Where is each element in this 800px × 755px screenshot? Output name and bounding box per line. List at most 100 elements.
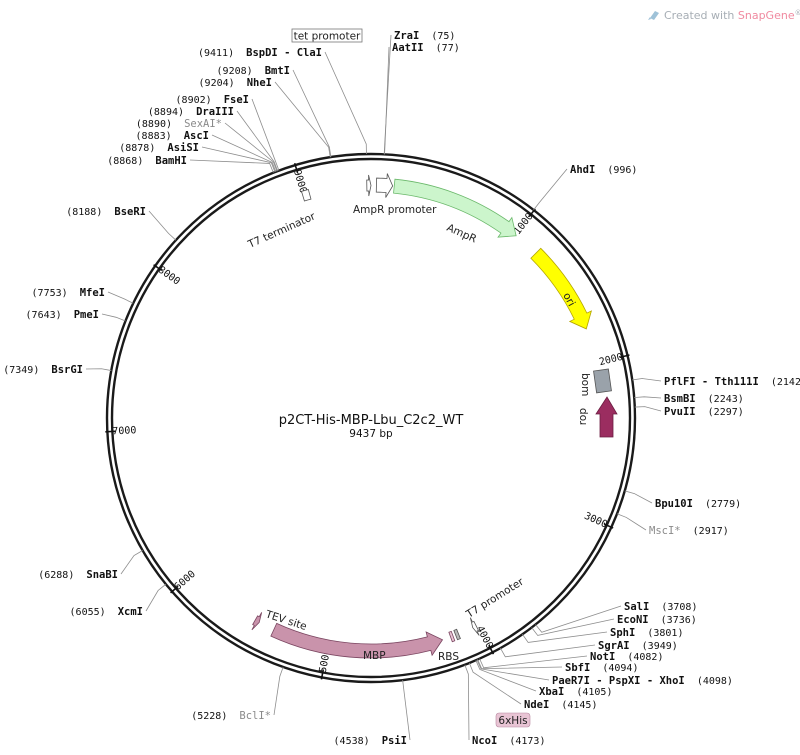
enzyme-position: (996) <box>607 165 637 176</box>
feature-label-rbs[interactable]: RBS <box>438 651 459 663</box>
enzyme-position: (8878) <box>119 143 155 154</box>
enzyme-position: (75) <box>431 31 455 42</box>
feature-label-bom[interactable]: bom <box>579 373 591 396</box>
feature-label-mbp[interactable]: MBP <box>363 650 386 662</box>
enzyme-pmei[interactable]: (7643) PmeI <box>26 309 99 321</box>
enzyme-name: NdeI <box>524 699 549 711</box>
enzyme-position: (8902) <box>176 95 212 106</box>
feature-6xhis[interactable] <box>448 630 456 643</box>
leader-ncoi <box>464 664 470 741</box>
enzyme-ncoi[interactable]: NcoI (4173) <box>472 735 545 747</box>
enzyme-aatii[interactable]: AatII (77) <box>392 42 460 54</box>
enzyme-snabi[interactable]: (6288) SnaBI <box>38 569 118 581</box>
enzyme-bspdi-clai[interactable]: (9411) BspDI - ClaI <box>198 47 322 59</box>
tick-label-3000: 3000 <box>582 511 608 531</box>
enzyme-zrai[interactable]: ZraI (75) <box>394 30 455 42</box>
feature-rop[interactable] <box>595 396 618 438</box>
enzyme-name: PaeR7I - PspXI - XhoI <box>552 675 685 687</box>
enzyme-name: MfeI <box>80 287 105 299</box>
tick-label-7000: 7000 <box>112 425 137 437</box>
enzyme-paer7i-pspxi-xhoi[interactable]: PaeR7I - PspXI - XhoI (4098) <box>552 675 733 687</box>
enzyme-position: (8894) <box>148 107 184 118</box>
enzyme-xbai[interactable]: XbaI (4105) <box>539 686 612 698</box>
enzyme-name: PvuII <box>664 406 696 418</box>
feature-ori[interactable] <box>530 247 592 330</box>
svg-text:(9204) NheI: (9204) NheI <box>199 77 272 89</box>
feature-ampr-promoter[interactable] <box>375 173 394 198</box>
enzyme-name: BspDI - ClaI <box>246 47 322 59</box>
feature-label-6xhis[interactable]: 6xHis <box>495 712 531 728</box>
feature-tet-promoter[interactable] <box>366 174 372 197</box>
enzyme-sphi[interactable]: SphI (3801) <box>610 627 683 639</box>
feature-label-t7-terminator[interactable]: T7 terminator <box>245 210 317 251</box>
enzyme-position: (3708) <box>661 602 697 613</box>
enzyme-sbfi[interactable]: SbfI (4094) <box>565 662 638 674</box>
enzyme-name: AsiSI <box>167 142 199 154</box>
enzyme-pflfi-tth111i[interactable]: PflFI - Tth111I (2142) <box>664 376 800 388</box>
enzyme-mfei[interactable]: (7753) MfeI <box>32 287 105 299</box>
svg-text:(7753) MfeI: (7753) MfeI <box>32 287 105 299</box>
enzyme-ndei[interactable]: NdeI (4145) <box>524 699 597 711</box>
enzyme-sexai[interactable]: (8890) SexAI* <box>136 118 222 130</box>
features-layer <box>251 173 618 659</box>
feature-label-rop[interactable]: rop <box>577 408 589 426</box>
feature-mbp[interactable] <box>270 622 444 659</box>
feature-label-tet-promoter[interactable]: tet promoter <box>291 28 363 43</box>
enzyme-position: (2243) <box>708 394 744 405</box>
enzyme-position: (4098) <box>697 676 733 687</box>
svg-text:(8894) DraIII: (8894) DraIII <box>148 106 234 118</box>
enzyme-bmti[interactable]: (9208) BmtI <box>217 65 290 77</box>
leader-psii <box>402 680 411 741</box>
svg-text:Created with SnapGene®: Created with SnapGene® <box>664 9 800 22</box>
feature-t7-terminator[interactable] <box>301 188 312 202</box>
svg-text:(8878) AsiSI: (8878) AsiSI <box>119 142 199 154</box>
enzyme-name: SphI <box>610 627 635 639</box>
feature-label-ampr[interactable]: AmpR <box>445 222 479 246</box>
feature-tev-site[interactable] <box>251 612 263 631</box>
leader-bamhi <box>189 159 274 173</box>
leader-xcmi <box>145 583 167 612</box>
enzyme-bsmbi[interactable]: BsmBI (2243) <box>664 393 744 405</box>
tick-6000: 6000 <box>170 569 198 594</box>
svg-text:(8890) SexAI*: (8890) SexAI* <box>136 118 222 130</box>
enzyme-msci[interactable]: MscI* (2917) <box>649 525 729 537</box>
feature-ampr[interactable] <box>393 178 517 238</box>
feature-rbs[interactable] <box>453 628 461 641</box>
enzyme-position: (4145) <box>561 700 597 711</box>
feature-label-ori[interactable]: ori <box>560 291 577 309</box>
feature-label-ampr-promoter[interactable]: AmpR promoter <box>353 204 437 216</box>
svg-text:(9208) BmtI: (9208) BmtI <box>217 65 290 77</box>
enzyme-bcli[interactable]: (5228) BclI* <box>191 710 271 722</box>
credit-suffix: ® <box>795 9 800 17</box>
enzyme-econi[interactable]: EcoNI (3736) <box>617 614 697 626</box>
enzyme-position: (2779) <box>705 499 741 510</box>
enzyme-psii[interactable]: (4538) PsiI <box>334 735 407 747</box>
enzyme-bamhi[interactable]: (8868) BamHI <box>107 155 187 167</box>
enzyme-draiii[interactable]: (8894) DraIII <box>148 106 234 118</box>
enzyme-bseri[interactable]: (8188) BseRI <box>66 206 146 218</box>
enzyme-sgrai[interactable]: SgrAI (3949) <box>598 640 678 652</box>
enzyme-sali[interactable]: SalI (3708) <box>624 601 697 613</box>
enzyme-bpu10i[interactable]: Bpu10I (2779) <box>655 498 741 510</box>
enzyme-nhei[interactable]: (9204) NheI <box>199 77 272 89</box>
svg-text:SphI (3801): SphI (3801) <box>610 627 683 639</box>
enzyme-position: (8883) <box>136 131 172 142</box>
enzyme-name: NotI <box>590 651 615 663</box>
enzyme-name: FseI <box>224 94 249 106</box>
enzyme-asisi[interactable]: (8878) AsiSI <box>119 142 199 154</box>
enzyme-asci[interactable]: (8883) AscI <box>136 130 209 142</box>
svg-text:(7349) BsrGI: (7349) BsrGI <box>3 364 83 376</box>
enzyme-noti[interactable]: NotI (4082) <box>590 651 663 663</box>
enzyme-ahdi[interactable]: AhdI (996) <box>570 164 637 176</box>
enzyme-fsei[interactable]: (8902) FseI <box>176 94 249 106</box>
leader-asci <box>211 134 277 172</box>
feature-bom[interactable] <box>593 368 612 394</box>
enzyme-pvuii[interactable]: PvuII (2297) <box>664 406 744 418</box>
feature-t7-promoter[interactable] <box>469 617 480 636</box>
svg-text:EcoNI (3736): EcoNI (3736) <box>617 614 697 626</box>
feature-label-t7-promoter[interactable]: T7 promoter <box>463 575 526 621</box>
enzyme-position: (4094) <box>602 663 638 674</box>
enzyme-xcmi[interactable]: (6055) XcmI <box>70 606 143 618</box>
enzyme-bsrgi[interactable]: (7349) BsrGI <box>3 364 83 376</box>
enzyme-position: (8868) <box>107 156 143 167</box>
